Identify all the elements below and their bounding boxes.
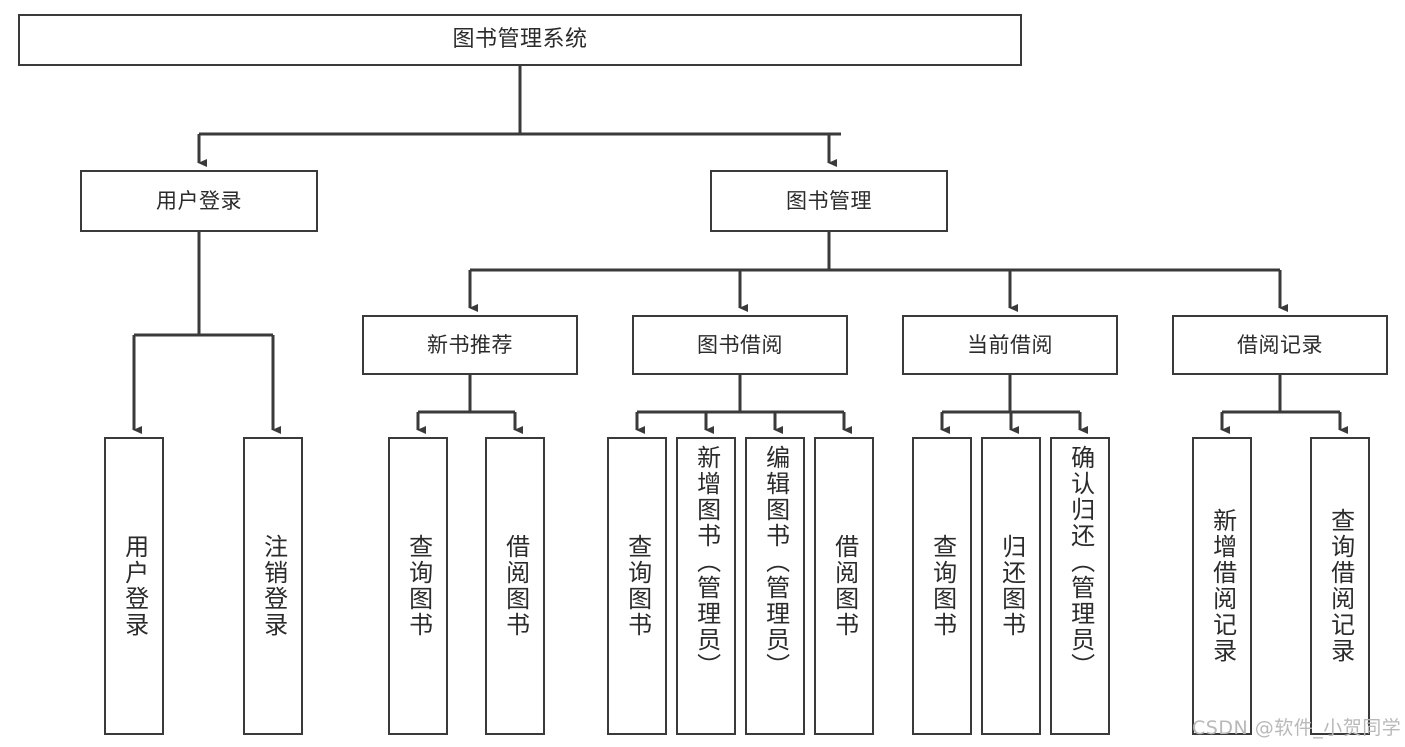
leaf-leaf-query-book-cb-label: 查询图书 [928, 534, 957, 638]
leaf-leaf-confirm-return-label: 确认归还（管理员） [1066, 445, 1095, 679]
leaf-leaf-query-book-rec[interactable]: 查询图书 [388, 437, 448, 735]
node-current-borrow-label: 当前借阅 [967, 332, 1053, 357]
leaf-leaf-query-book-cb[interactable]: 查询图书 [912, 437, 972, 735]
leaf-leaf-borrow-book-rec-label: 借阅图书 [501, 534, 530, 638]
leaf-leaf-borrow-book-rec[interactable]: 借阅图书 [485, 437, 545, 735]
leaf-leaf-query-record[interactable]: 查询借阅记录 [1310, 437, 1370, 735]
leaf-leaf-user-logout-label: 注销登录 [259, 534, 288, 638]
node-book-manage[interactable]: 图书管理 [710, 170, 948, 232]
leaf-leaf-borrow-book-br-label: 借阅图书 [830, 534, 859, 638]
leaf-leaf-query-book-rec-label: 查询图书 [404, 534, 433, 638]
leaf-leaf-return-book[interactable]: 归还图书 [981, 437, 1041, 735]
node-user-login-label: 用户登录 [156, 188, 242, 213]
node-root-label: 图书管理系统 [452, 27, 588, 53]
node-book-borrow-label: 图书借阅 [697, 332, 783, 357]
leaf-leaf-user-logout[interactable]: 注销登录 [243, 437, 303, 735]
leaf-leaf-query-record-label: 查询借阅记录 [1326, 508, 1355, 664]
node-current-borrow[interactable]: 当前借阅 [902, 315, 1118, 375]
leaf-leaf-query-book-br[interactable]: 查询图书 [607, 437, 667, 735]
node-book-borrow[interactable]: 图书借阅 [632, 315, 848, 375]
node-new-book-rec[interactable]: 新书推荐 [362, 315, 578, 375]
node-borrow-record[interactable]: 借阅记录 [1172, 315, 1388, 375]
leaf-leaf-add-record[interactable]: 新增借阅记录 [1192, 437, 1252, 735]
leaf-leaf-confirm-return[interactable]: 确认归还（管理员） [1050, 437, 1110, 735]
leaf-leaf-edit-book[interactable]: 编辑图书（管理员） [745, 437, 805, 735]
leaf-leaf-add-book-label: 新增图书（管理员） [692, 445, 721, 679]
csdn-watermark: CSDN @软件_小贺同学 [1192, 717, 1402, 739]
leaf-leaf-user-login[interactable]: 用户登录 [104, 437, 164, 735]
leaf-leaf-add-record-label: 新增借阅记录 [1208, 508, 1237, 664]
leaf-leaf-borrow-book-br[interactable]: 借阅图书 [814, 437, 874, 735]
node-new-book-rec-label: 新书推荐 [427, 332, 513, 357]
leaf-leaf-edit-book-label: 编辑图书（管理员） [761, 445, 790, 679]
node-user-login[interactable]: 用户登录 [80, 170, 318, 232]
node-book-manage-label: 图书管理 [786, 188, 872, 213]
leaf-leaf-return-book-label: 归还图书 [997, 534, 1026, 638]
node-root-system[interactable]: 图书管理系统 [18, 14, 1022, 66]
leaf-leaf-query-book-br-label: 查询图书 [623, 534, 652, 638]
leaf-leaf-user-login-label: 用户登录 [120, 534, 149, 638]
node-borrow-record-label: 借阅记录 [1237, 332, 1323, 357]
leaf-leaf-add-book[interactable]: 新增图书（管理员） [676, 437, 736, 735]
